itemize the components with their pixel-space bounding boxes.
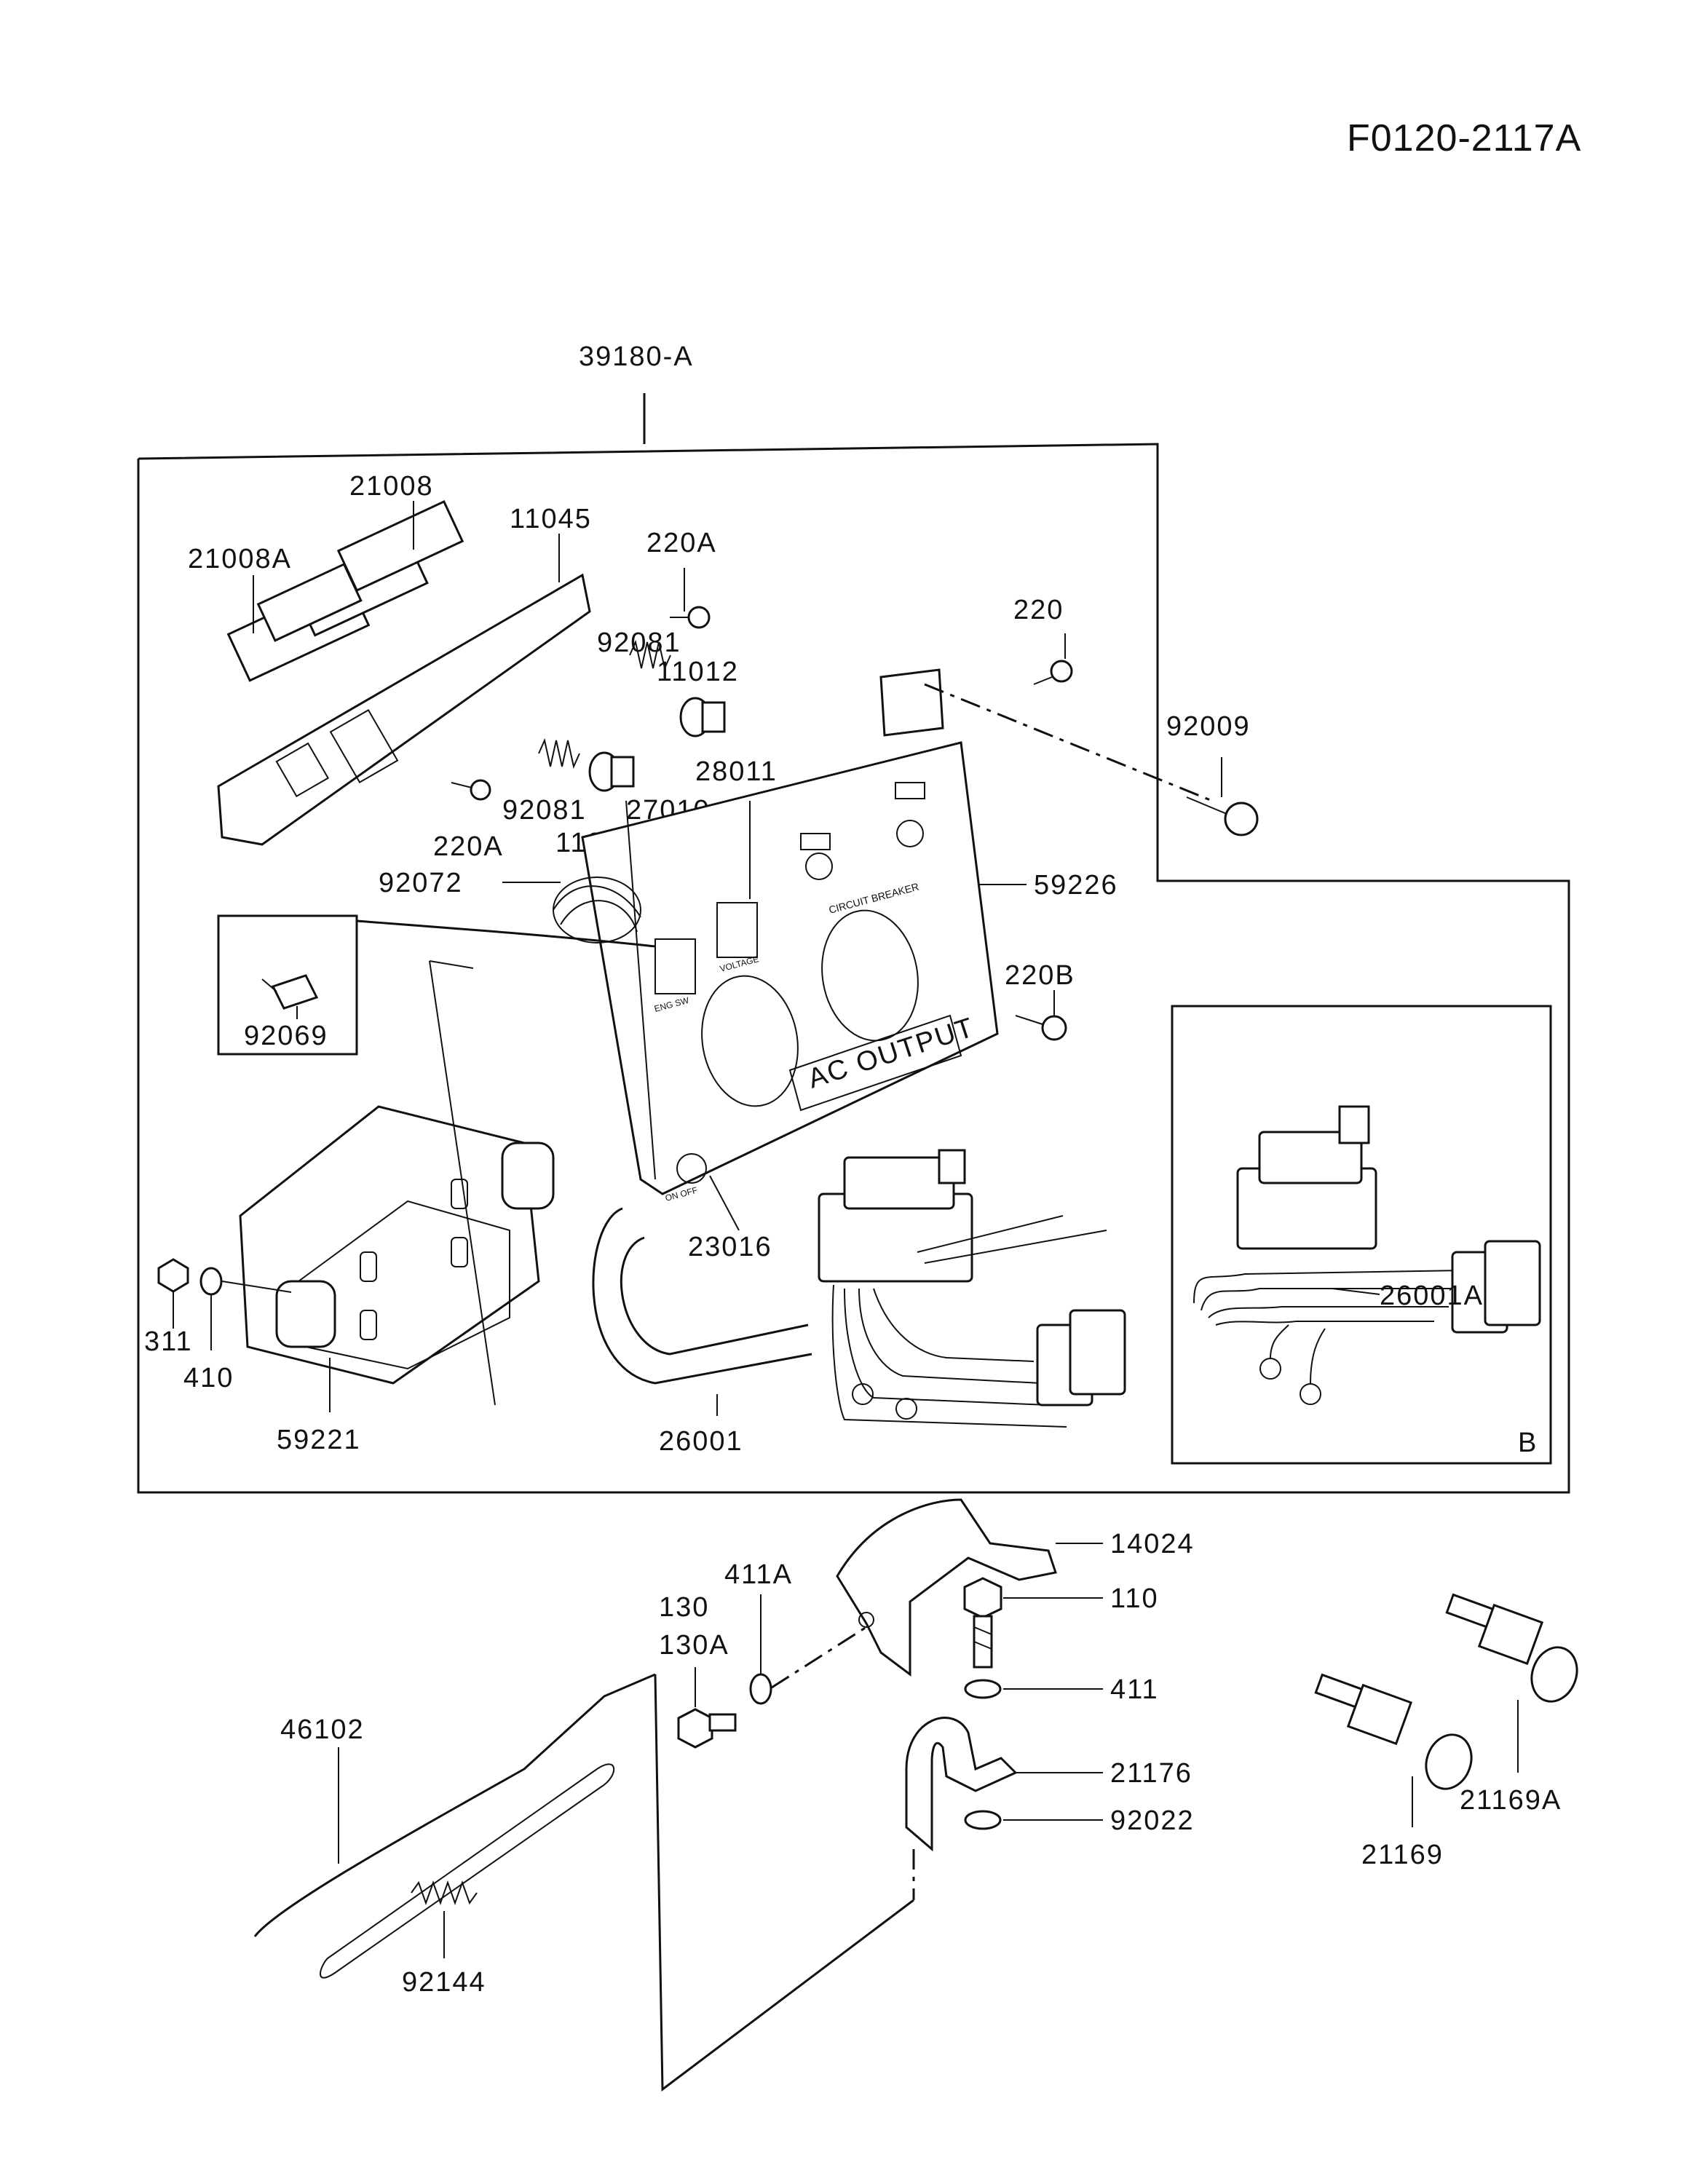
- label-26001: 26001: [659, 1426, 743, 1457]
- receptacle-bracket: [217, 500, 591, 846]
- label-130: 130: [659, 1592, 709, 1623]
- label-21169A: 21169A: [1460, 1785, 1562, 1816]
- label-11045: 11045: [510, 504, 592, 534]
- label-220A-top: 220A: [646, 528, 717, 558]
- label-220A-bot: 220A: [433, 831, 504, 862]
- label-92144: 92144: [402, 1967, 486, 1998]
- control-panel: AC OUTPUT CIRCUIT BREAKER VOLTAGE ENG SW…: [581, 741, 999, 1203]
- main-harness: [592, 1149, 1126, 1428]
- bracket-14024: [836, 1498, 1057, 1677]
- label-110: 110: [1110, 1583, 1159, 1614]
- label-21008A: 21008A: [188, 544, 292, 574]
- bolt-130: [677, 1708, 737, 1749]
- label-59221: 59221: [277, 1425, 361, 1455]
- document-id: F0120-2117A: [1347, 117, 1582, 159]
- label-220B: 220B: [1005, 960, 1075, 991]
- label-92072: 92072: [379, 868, 463, 898]
- label-411: 411: [1110, 1674, 1159, 1705]
- label-28011: 28011: [695, 756, 778, 787]
- inset-92069: 92069: [217, 914, 358, 1056]
- label-220: 220: [1013, 595, 1064, 625]
- terminal-21169A: [1445, 1593, 1578, 1703]
- inset-box-b: B 26001A: [1171, 1005, 1552, 1465]
- label-92009: 92009: [1166, 711, 1251, 742]
- label-311: 311: [144, 1326, 193, 1357]
- label-21176: 21176: [1110, 1758, 1192, 1789]
- label-46102: 46102: [280, 1714, 365, 1745]
- label-11012-top: 11012: [657, 657, 739, 687]
- label-23016: 23016: [688, 1232, 772, 1262]
- bolt-110: [963, 1577, 1002, 1669]
- label-39180-A: 39180-A: [579, 341, 694, 372]
- label-130A: 130A: [659, 1630, 729, 1661]
- label-92069: 92069: [244, 1021, 328, 1051]
- label-92081-bot: 92081: [502, 795, 587, 826]
- label-59226: 59226: [1034, 870, 1118, 901]
- label-92022: 92022: [1110, 1805, 1195, 1836]
- label-92081-top: 92081: [597, 628, 681, 658]
- assembly-frame: 39180-A: [137, 341, 1570, 1494]
- label-411A: 411A: [724, 1559, 793, 1590]
- wire-bundle: [356, 877, 656, 948]
- clamp-21176: [905, 1717, 1018, 1852]
- duplex-receptacle: [239, 960, 555, 1406]
- label-26001A: 26001A: [1380, 1281, 1484, 1311]
- inset-connector-drawing: [1193, 1105, 1541, 1405]
- terminal-21169: [1314, 1673, 1473, 1790]
- label-21169: 21169: [1361, 1840, 1444, 1870]
- label-14024: 14024: [1110, 1529, 1195, 1559]
- inset-label-b: B: [1518, 1428, 1538, 1458]
- rod-46102: [253, 1673, 914, 2092]
- label-410: 410: [183, 1363, 234, 1393]
- label-21008: 21008: [349, 471, 434, 502]
- bracket-hardware: 220A 92081 11012 92081 27010 220A 11012: [433, 528, 739, 862]
